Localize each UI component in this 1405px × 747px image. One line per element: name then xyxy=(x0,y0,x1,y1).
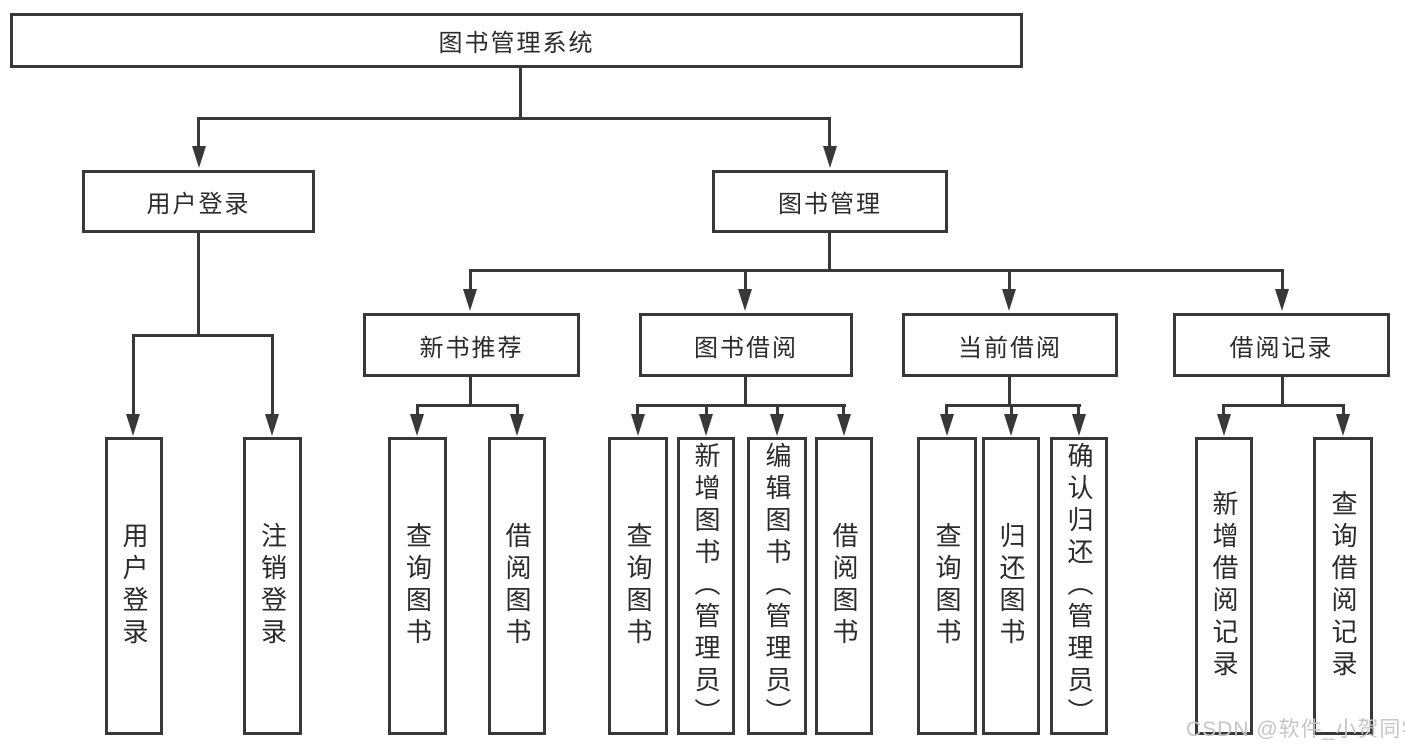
node-label: 图书管理 xyxy=(778,191,882,218)
connector-line xyxy=(828,233,831,272)
arrow-down-icon xyxy=(510,414,524,436)
connector-line xyxy=(469,377,472,406)
arrow-down-icon xyxy=(1217,414,1231,436)
arrow-down-icon xyxy=(738,289,752,311)
node-label: 借阅记录 xyxy=(1229,334,1334,362)
leaf-borrow-books: 借阅图书 xyxy=(815,437,873,735)
connector-line xyxy=(416,404,519,407)
arrow-down-icon xyxy=(1275,289,1289,311)
leaf-query-books-borrowing: 查询图书 xyxy=(608,437,668,735)
node-book-borrowing: 图书借阅 xyxy=(639,313,853,377)
connector-line xyxy=(519,68,522,120)
leaf-return-books: 归还图书 xyxy=(982,437,1040,735)
leaf-edit-books-admin: 编辑图书（管理员） xyxy=(747,437,807,735)
leaf-query-books-current: 查询图书 xyxy=(917,437,977,735)
connector-line xyxy=(197,233,200,337)
leaf-label: 新增借阅记录 xyxy=(1209,490,1239,682)
node-label: 新书推荐 xyxy=(419,334,524,362)
leaf-add-books-admin: 新增图书（管理员） xyxy=(677,437,735,735)
arrow-down-icon xyxy=(940,414,954,436)
connector-line xyxy=(636,404,846,407)
arrow-down-icon xyxy=(1002,289,1016,311)
connector-line xyxy=(469,269,1284,272)
connector-line xyxy=(516,404,519,417)
leaf-confirm-return-admin: 确认归还（管理员） xyxy=(1050,437,1108,735)
leaf-label: 归还图书 xyxy=(996,522,1026,650)
watermark: CSDN @软件_小贺同学 xyxy=(1186,718,1405,741)
leaf-label: 用户登录 xyxy=(119,522,149,650)
connector-line xyxy=(1222,404,1345,407)
arrow-down-icon xyxy=(1336,414,1350,436)
leaf-label: 查询图书 xyxy=(932,522,962,650)
connector-line xyxy=(945,404,948,417)
leaf-add-borrow-record: 新增借阅记录 xyxy=(1195,437,1253,735)
connector-line xyxy=(197,117,831,120)
leaf-label: 借阅图书 xyxy=(502,522,532,650)
leaf-label: 新增图书（管理员） xyxy=(691,442,721,730)
connector-line xyxy=(1008,377,1011,406)
arrow-down-icon xyxy=(410,414,424,436)
leaf-borrow-books-recommend: 借阅图书 xyxy=(488,437,546,735)
leaf-label: 编辑图书（管理员） xyxy=(762,442,792,730)
leaf-user-login: 用户登录 xyxy=(105,437,163,735)
connector-line xyxy=(132,334,274,337)
connector-line xyxy=(1222,404,1225,417)
arrow-down-icon xyxy=(463,289,477,311)
arrow-down-icon xyxy=(126,414,140,436)
connector-line xyxy=(1010,404,1013,417)
connector-line xyxy=(842,404,845,417)
connector-line xyxy=(1342,404,1345,417)
arrow-down-icon xyxy=(631,414,645,436)
arrow-down-icon xyxy=(770,414,784,436)
leaf-query-books-recommend: 查询图书 xyxy=(388,437,447,735)
node-new-book-recommendation: 新书推荐 xyxy=(363,313,580,377)
connector-line xyxy=(1281,269,1284,291)
connector-line xyxy=(776,404,779,417)
node-label: 用户登录 xyxy=(146,191,251,218)
connector-line xyxy=(744,269,747,291)
leaf-label: 借阅图书 xyxy=(829,522,859,650)
node-label: 图书管理系统 xyxy=(438,30,595,57)
connector-line xyxy=(705,404,708,417)
arrow-down-icon xyxy=(1004,414,1018,436)
arrow-down-icon xyxy=(192,146,206,168)
node-library-management-system: 图书管理系统 xyxy=(10,13,1023,68)
connector-line xyxy=(1281,377,1284,406)
leaf-query-borrow-record: 查询借阅记录 xyxy=(1313,437,1373,735)
arrow-down-icon xyxy=(265,414,279,436)
arrow-down-icon xyxy=(823,146,837,168)
connector-line xyxy=(744,377,747,406)
connector-line xyxy=(416,404,419,417)
node-label: 当前借阅 xyxy=(958,334,1062,362)
connector-line xyxy=(197,117,200,149)
arrow-down-icon xyxy=(1072,414,1086,436)
leaf-label: 查询图书 xyxy=(402,522,433,650)
connector-line xyxy=(945,404,1081,407)
arrow-down-icon xyxy=(699,414,713,436)
leaf-label: 注销登录 xyxy=(257,522,288,650)
leaf-label: 确认归还（管理员） xyxy=(1064,442,1094,730)
node-borrowing-records: 借阅记录 xyxy=(1173,313,1390,377)
arrow-down-icon xyxy=(837,414,851,436)
connector-line xyxy=(828,117,831,149)
connector-line xyxy=(469,269,472,291)
node-user-login: 用户登录 xyxy=(82,170,315,233)
connector-line xyxy=(1008,269,1011,291)
node-current-borrowing: 当前借阅 xyxy=(902,313,1118,377)
connector-line xyxy=(636,404,639,417)
connector-line xyxy=(132,334,135,416)
node-label: 图书借阅 xyxy=(694,334,798,362)
node-book-management: 图书管理 xyxy=(712,170,948,233)
connector-line xyxy=(271,334,274,416)
leaf-logout: 注销登录 xyxy=(243,437,302,735)
leaf-label: 查询借阅记录 xyxy=(1328,490,1358,682)
connector-line xyxy=(1077,404,1080,417)
leaf-label: 查询图书 xyxy=(623,522,653,650)
